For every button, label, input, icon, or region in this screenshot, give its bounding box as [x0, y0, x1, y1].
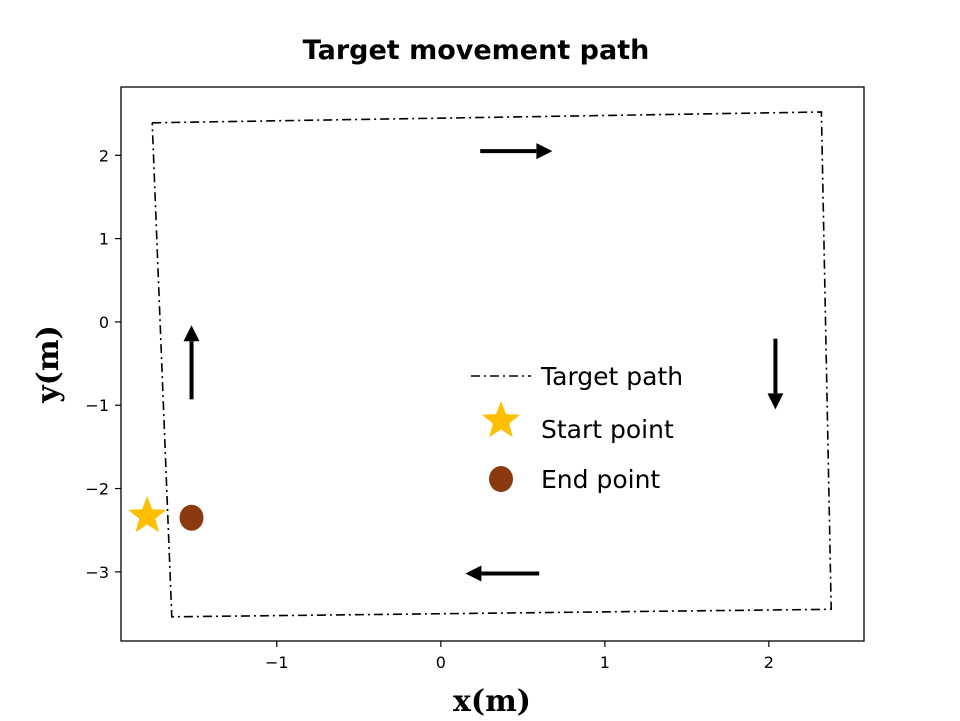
legend-label-target-path: Target path: [540, 362, 683, 391]
x-axis-label: x(m): [453, 684, 531, 719]
series-layer: [151, 111, 833, 618]
direction-arrow-head: [183, 325, 200, 342]
points-layer: [128, 496, 204, 533]
y-axis: −3 −2 −1 0 1 2: [85, 146, 121, 582]
y-tick-label: 2: [99, 146, 109, 165]
start-point-marker: [128, 496, 167, 533]
y-tick-label: −3: [85, 563, 109, 582]
y-tick-label: 0: [99, 313, 109, 332]
x-tick-label: 2: [764, 653, 774, 672]
series-target-path: [151, 111, 833, 618]
direction-arrow-head: [767, 393, 784, 410]
legend-label-end-point: End point: [541, 465, 660, 494]
y-axis-label: y(m): [31, 325, 66, 404]
legend-label-start-point: Start point: [541, 415, 674, 444]
x-tick-label: 1: [600, 653, 610, 672]
y-tick-label: 1: [99, 230, 109, 249]
y-tick-label: −2: [85, 480, 109, 499]
y-tick-label: −1: [85, 396, 109, 415]
direction-arrow-head: [465, 565, 482, 582]
legend: Target path Start point End point: [471, 362, 683, 494]
x-axis: −1 0 1 2: [265, 641, 774, 672]
legend-start-point-swatch: [482, 401, 520, 438]
legend-end-point-swatch: [489, 466, 513, 492]
x-tick-label: −1: [265, 653, 289, 672]
chart-title: Target movement path: [303, 35, 650, 66]
x-tick-label: 0: [436, 653, 446, 672]
end-point-marker: [179, 504, 204, 531]
direction-arrows: [183, 143, 784, 582]
plot-frame: [120, 86, 865, 642]
direction-arrow-head: [536, 143, 553, 160]
